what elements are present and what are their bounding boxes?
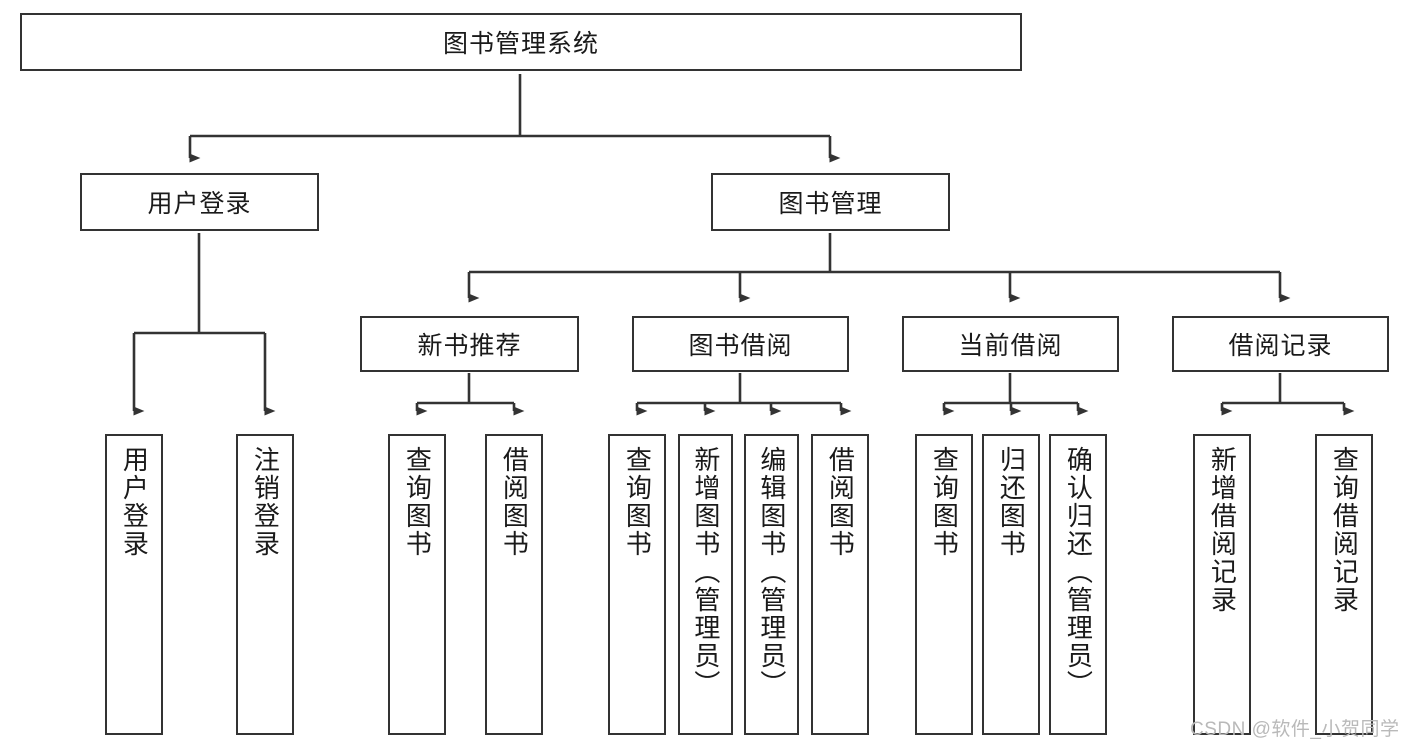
node-leaf-confirm-return[interactable]: 确认归还（管理员） [1049,434,1107,735]
node-root-label: 图书管理系统 [442,30,599,58]
node-borrow-record-label: 借阅记录 [1228,332,1333,360]
node-leaf-return-book[interactable]: 归还图书 [982,434,1040,735]
node-leaf-query-book-3-label: 查询图书 [929,446,960,558]
node-leaf-logout-login[interactable]: 注销登录 [236,434,294,735]
node-leaf-borrow-book-1[interactable]: 借阅图书 [485,434,543,735]
node-leaf-add-record[interactable]: 新增借阅记录 [1193,434,1251,735]
node-user-login[interactable]: 用户登录 [80,173,319,231]
node-leaf-edit-book[interactable]: 编辑图书（管理员） [744,434,799,735]
node-new-book-rec[interactable]: 新书推荐 [360,316,579,372]
node-leaf-edit-book-label: 编辑图书（管理员） [756,446,787,698]
node-leaf-return-book-label: 归还图书 [996,446,1027,558]
node-leaf-borrow-book-2-label: 借阅图书 [825,446,856,558]
node-current-borrow-label: 当前借阅 [958,332,1063,360]
node-book-manage-label: 图书管理 [778,190,883,218]
node-leaf-user-login[interactable]: 用户登录 [105,434,163,735]
node-leaf-borrow-book-2[interactable]: 借阅图书 [811,434,869,735]
node-leaf-user-login-label: 用户登录 [119,446,150,558]
node-root[interactable]: 图书管理系统 [20,13,1022,71]
node-book-borrow-label: 图书借阅 [688,332,793,360]
node-leaf-query-record[interactable]: 查询借阅记录 [1315,434,1373,735]
node-book-borrow[interactable]: 图书借阅 [632,316,849,372]
node-leaf-query-book-2[interactable]: 查询图书 [608,434,666,735]
node-new-book-rec-label: 新书推荐 [417,332,522,360]
node-leaf-confirm-return-label: 确认归还（管理员） [1063,446,1094,698]
node-user-login-label: 用户登录 [147,190,252,218]
node-current-borrow[interactable]: 当前借阅 [902,316,1119,372]
node-leaf-add-book-label: 新增图书（管理员） [690,446,721,698]
node-borrow-record[interactable]: 借阅记录 [1172,316,1389,372]
node-book-manage[interactable]: 图书管理 [711,173,950,231]
node-leaf-add-record-label: 新增借阅记录 [1207,446,1238,614]
node-leaf-query-book-3[interactable]: 查询图书 [915,434,973,735]
node-leaf-query-book-1[interactable]: 查询图书 [388,434,446,735]
node-leaf-query-book-2-label: 查询图书 [622,446,653,558]
node-leaf-logout-login-label: 注销登录 [250,446,281,558]
node-leaf-query-book-1-label: 查询图书 [402,446,433,558]
node-leaf-add-book[interactable]: 新增图书（管理员） [678,434,733,735]
node-leaf-borrow-book-1-label: 借阅图书 [499,446,530,558]
node-leaf-query-record-label: 查询借阅记录 [1329,446,1360,614]
